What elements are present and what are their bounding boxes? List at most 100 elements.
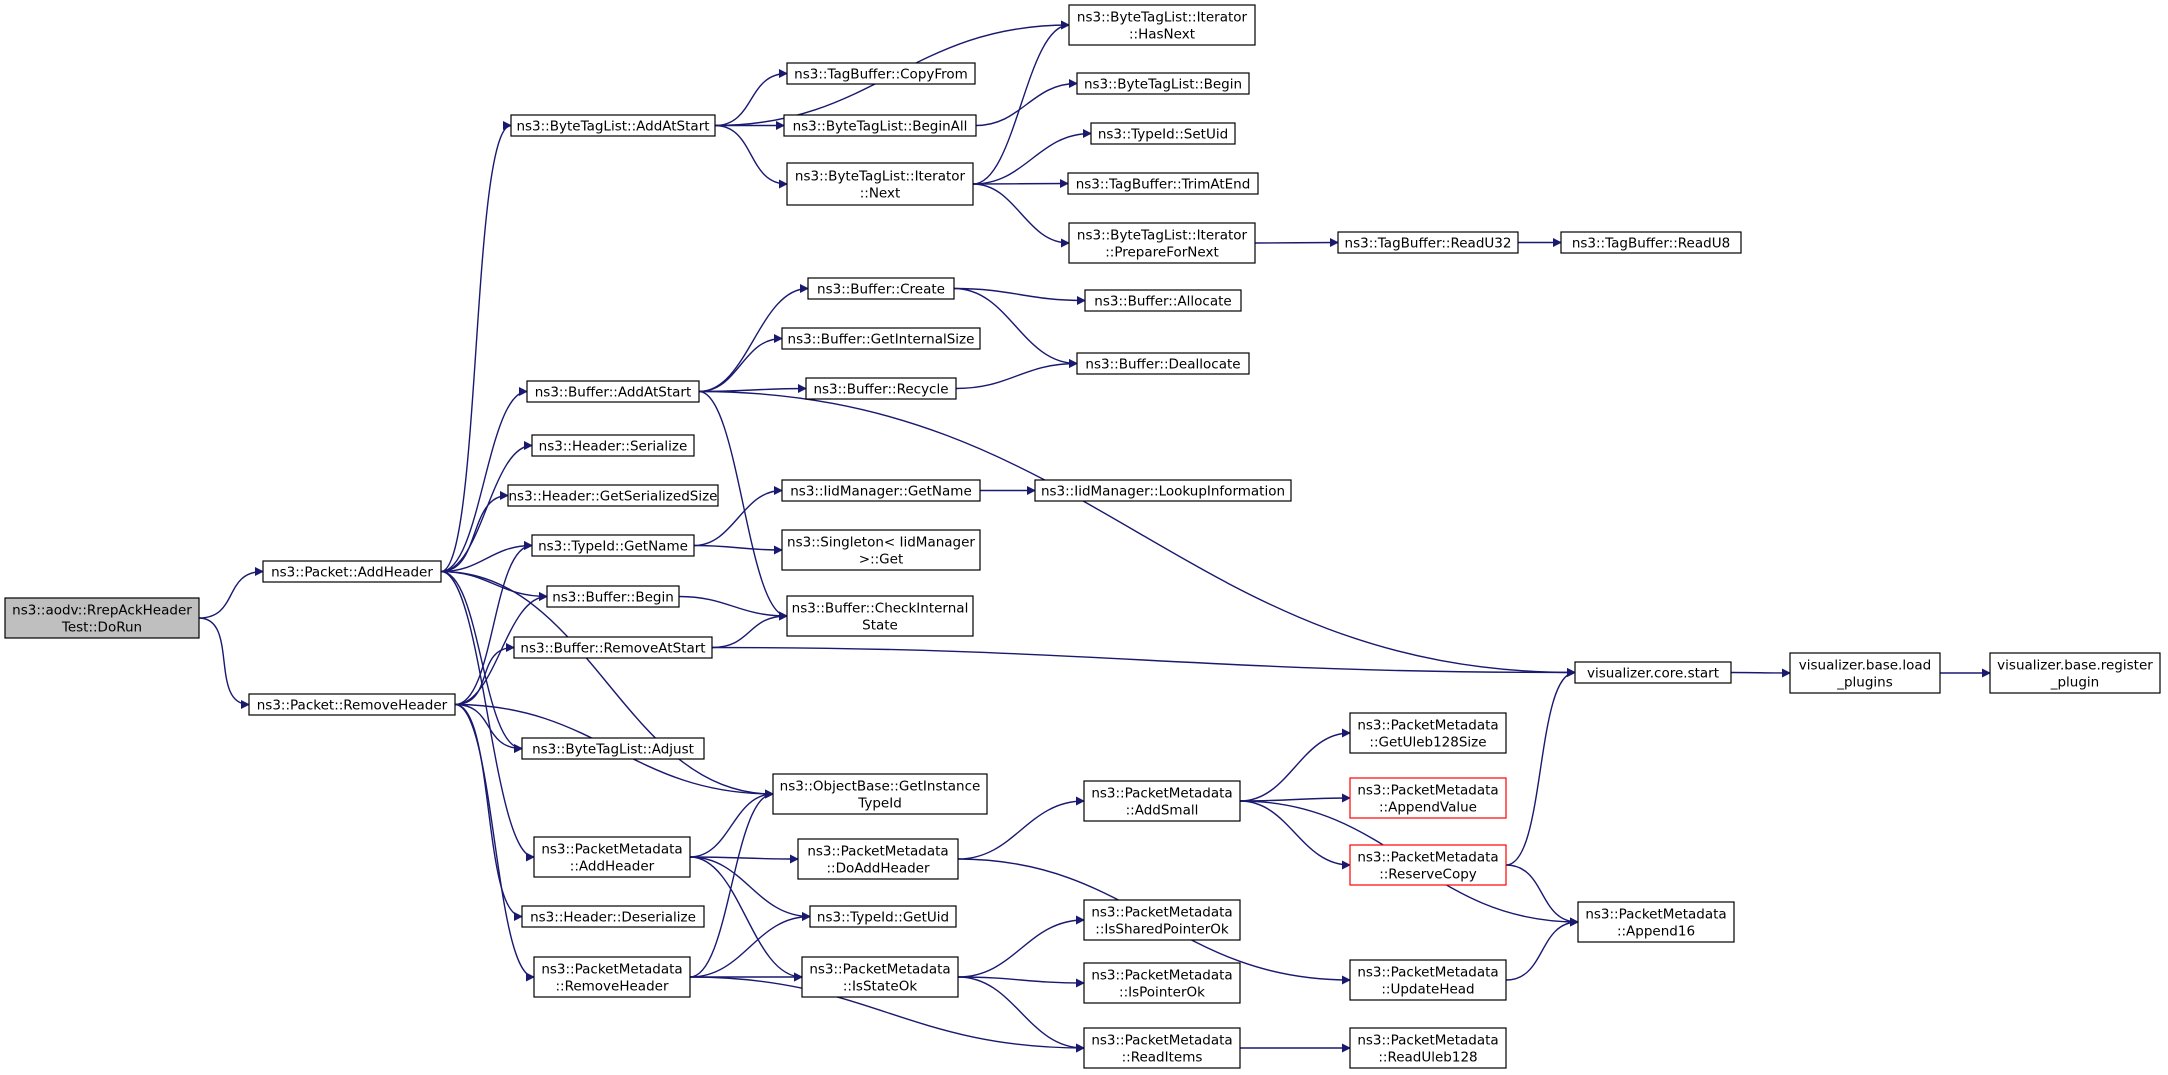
- node-box: [1574, 661, 1732, 684]
- edge-packet_removeheader-to-header_deserialize: [454, 703, 523, 921]
- node-pm-issharedpointerok[interactable]: ns3::PacketMetadata::IsSharedPointerOk: [1083, 899, 1241, 941]
- node-header-deserialize[interactable]: ns3::Header::Deserialize: [521, 905, 705, 928]
- node-label: ns3::Buffer::AddAtStart: [535, 385, 692, 401]
- node-pm-ispointerok[interactable]: ns3::PacketMetadata::IsPointerOk: [1083, 962, 1241, 1004]
- node-btl-adjust[interactable]: ns3::ByteTagList::Adjust: [521, 737, 705, 760]
- node-box: [526, 380, 700, 403]
- node-pm-readuleb128[interactable]: ns3::PacketMetadata::ReadUleb128: [1349, 1027, 1507, 1069]
- node-box: [1337, 231, 1519, 254]
- node-label: TypeId: [857, 796, 902, 812]
- node-pm-readitems[interactable]: ns3::PacketMetadata::ReadItems: [1083, 1027, 1241, 1069]
- edge-packet_addheader-to-buffer_addatstart: [440, 387, 528, 573]
- edge-pm_addsmall-to-pm_getuleb128size: [1239, 728, 1351, 802]
- node-buffer-begin[interactable]: ns3::Buffer::Begin: [546, 585, 680, 608]
- node-visualizer-core-start[interactable]: visualizer.core.start: [1574, 661, 1732, 684]
- edge-pm_removeheader-to-objectbase_getinstancetypeid: [689, 789, 774, 978]
- node-box: [1349, 1027, 1507, 1069]
- node-label: ::ReadItems: [1122, 1050, 1203, 1066]
- edge-packet_removeheader-to-btl_adjust: [454, 703, 523, 753]
- node-packet-removeheader[interactable]: ns3::Packet::RemoveHeader: [248, 693, 456, 716]
- node-btl-beginall[interactable]: ns3::ByteTagList::BeginAll: [783, 114, 977, 137]
- node-label: ns3::IidManager::LookupInformation: [1041, 484, 1285, 500]
- node-pm-addsmall[interactable]: ns3::PacketMetadata::AddSmall: [1083, 780, 1241, 822]
- node-box: [797, 838, 959, 880]
- node-tagbuffer-readu8[interactable]: ns3::TagBuffer::ReadU8: [1560, 231, 1742, 254]
- node-buffer-getinternalsize[interactable]: ns3::Buffer::GetInternalSize: [781, 327, 981, 350]
- node-tagbuffer-readu32[interactable]: ns3::TagBuffer::ReadU32: [1337, 231, 1519, 254]
- node-label: ns3::PacketMetadata: [1357, 783, 1498, 799]
- node-typeid-getname[interactable]: ns3::TypeId::GetName: [531, 534, 695, 557]
- node-box: [786, 162, 974, 206]
- node-label: _plugins: [1836, 675, 1893, 691]
- node-label: visualizer.core.start: [1587, 666, 1719, 682]
- node-typeid-setuid[interactable]: ns3::TypeId::SetUid: [1090, 122, 1236, 145]
- edge-packet_removeheader-to-buffer_removeatstart: [454, 643, 515, 706]
- node-packet-addheader[interactable]: ns3::Packet::AddHeader: [262, 560, 442, 583]
- node-buffer-addatstart[interactable]: ns3::Buffer::AddAtStart: [526, 380, 700, 403]
- node-box: [510, 114, 716, 137]
- node-tagbuffer-trimatend[interactable]: ns3::TagBuffer::TrimAtEnd: [1067, 172, 1259, 195]
- node-pm-isstateok[interactable]: ns3::PacketMetadata::IsStateOk: [801, 956, 959, 998]
- node-label: ns3::ByteTagList::Adjust: [532, 742, 694, 758]
- node-box: [807, 277, 955, 300]
- edge-pm_updatehead-to-pm_append16: [1505, 917, 1579, 981]
- node-pm-removeheader[interactable]: ns3::PacketMetadata::RemoveHeader: [533, 956, 691, 998]
- node-header-getserializedsize[interactable]: ns3::Header::GetSerializedSize: [507, 484, 719, 507]
- edge-buffer_addatstart-to-buffer_create: [698, 284, 809, 393]
- node-label: ns3::PacketMetadata: [1357, 965, 1498, 981]
- node-label: ns3::ByteTagList::Iterator: [1077, 10, 1248, 26]
- node-pm-reservecopy[interactable]: ns3::PacketMetadata::ReserveCopy: [1349, 844, 1507, 886]
- node-pm-doaddheader[interactable]: ns3::PacketMetadata::DoAddHeader: [797, 838, 959, 880]
- node-label: ::AppendValue: [1379, 800, 1477, 816]
- node-label: ns3::PacketMetadata: [1091, 968, 1232, 984]
- node-label: >::Get: [859, 552, 903, 568]
- edge-btl_iterator_next-to-typeid_setuid: [972, 129, 1092, 185]
- node-label: ns3::TagBuffer::CopyFrom: [794, 67, 968, 83]
- node-label: ::GetUleb128Size: [1369, 735, 1486, 751]
- node-header-serialize[interactable]: ns3::Header::Serialize: [531, 434, 695, 457]
- node-btl-iterator-hasnext[interactable]: ns3::ByteTagList::Iterator::HasNext: [1068, 4, 1256, 46]
- node-label: ns3::ByteTagList::BeginAll: [793, 119, 968, 135]
- node-singleton-get[interactable]: ns3::Singleton< IidManager >::Get: [781, 529, 981, 571]
- node-label: ns3::aodv::RrepAckHeader: [12, 603, 192, 619]
- node-tagbuffer-copyfrom[interactable]: ns3::TagBuffer::CopyFrom: [786, 62, 976, 85]
- node-visualizer-register-plugin[interactable]: visualizer.base.register_plugin: [1989, 652, 2161, 694]
- node-iidmanager-lookup[interactable]: ns3::IidManager::LookupInformation: [1034, 479, 1292, 502]
- node-box: [1789, 652, 1941, 694]
- node-visualizer-load-plugins[interactable]: visualizer.base.load_plugins: [1789, 652, 1941, 694]
- edge-buffer_addatstart-to-buffer_checkinternalstate: [698, 390, 788, 621]
- node-buffer-removeatstart[interactable]: ns3::Buffer::RemoveAtStart: [513, 636, 713, 659]
- node-label: ns3::Header::Deserialize: [530, 910, 696, 926]
- node-pm-addheader[interactable]: ns3::PacketMetadata::AddHeader: [533, 836, 691, 878]
- node-box: [531, 534, 695, 557]
- node-pm-append16[interactable]: ns3::PacketMetadata::Append16: [1577, 901, 1735, 943]
- node-label: ns3::ByteTagList::AddAtStart: [516, 119, 709, 135]
- node-buffer-create[interactable]: ns3::Buffer::Create: [807, 277, 955, 300]
- node-box: [1067, 172, 1259, 195]
- node-box: [1083, 1027, 1241, 1069]
- node-btl-iterator-prepare[interactable]: ns3::ByteTagList::Iterator::PrepareForNe…: [1068, 222, 1256, 264]
- edge-btl_iterator_prepare-to-tagbuffer_readu32: [1254, 238, 1339, 248]
- node-label: State: [862, 618, 898, 634]
- node-btl-iterator-next[interactable]: ns3::ByteTagList::Iterator::Next: [786, 162, 974, 206]
- node-pm-updatehead[interactable]: ns3::PacketMetadata::UpdateHead: [1349, 959, 1507, 1001]
- node-typeid-getuid[interactable]: ns3::TypeId::GetUid: [809, 905, 957, 928]
- node-iidmanager-getname[interactable]: ns3::IidManager::GetName: [781, 479, 981, 502]
- node-pm-appendvalue[interactable]: ns3::PacketMetadata::AppendValue: [1349, 777, 1507, 819]
- node-label: ns3::PacketMetadata: [807, 844, 948, 860]
- edge-buffer_removeatstart-to-visualizer_core_start: [711, 646, 1576, 677]
- node-label: ns3::PacketMetadata: [541, 842, 682, 858]
- node-buffer-deallocate[interactable]: ns3::Buffer::Deallocate: [1076, 352, 1250, 375]
- node-buffer-allocate[interactable]: ns3::Buffer::Allocate: [1084, 289, 1242, 312]
- node-label: ::IsPointerOk: [1119, 985, 1205, 1001]
- node-btl-begin[interactable]: ns3::ByteTagList::Begin: [1076, 72, 1250, 95]
- edge-visualizer_core_start-to-visualizer_load_plugins: [1730, 668, 1791, 678]
- node-pm-getuleb128size[interactable]: ns3::PacketMetadata::GetUleb128Size: [1349, 712, 1507, 754]
- node-buffer-recycle[interactable]: ns3::Buffer::Recycle: [805, 377, 957, 400]
- node-label: ns3::PacketMetadata: [1357, 1033, 1498, 1049]
- node-btl-addatstart[interactable]: ns3::ByteTagList::AddAtStart: [510, 114, 716, 137]
